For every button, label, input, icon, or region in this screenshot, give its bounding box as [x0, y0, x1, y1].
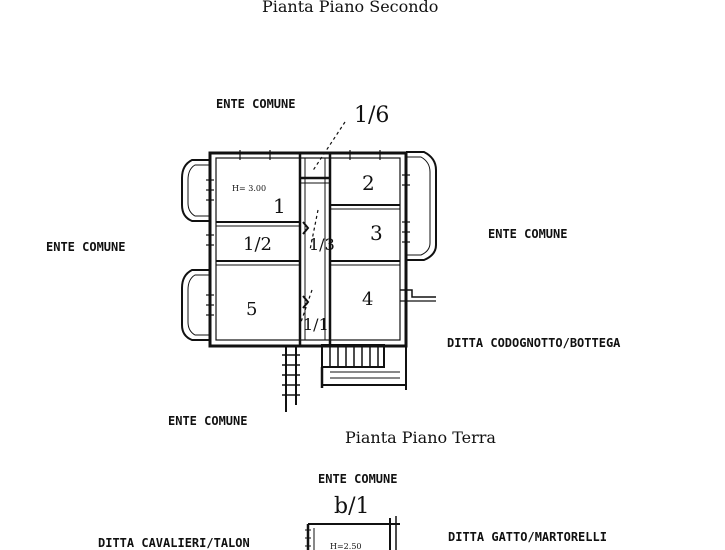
east-step — [400, 289, 436, 298]
reference-leaders — [299, 121, 346, 326]
room-4-number: 4 — [362, 289, 373, 310]
bay-window-east-inner — [406, 156, 431, 256]
label-ground-east: DITTA GATTO/MARTORELLI — [448, 530, 607, 544]
label-west: ENTE COMUNE — [46, 240, 125, 254]
ground-floor-plan — [305, 516, 400, 550]
room-1-number: 1 — [273, 194, 286, 218]
room-half-ref: 1/2 — [243, 234, 272, 255]
bay-window-east — [406, 151, 437, 261]
label-southeast: DITTA CODOGNOTTO/BOTTEGA — [447, 336, 621, 350]
label-ground-west: DITTA CAVALIERI/TALON — [98, 536, 250, 550]
ground-height-label: H=2.50 — [330, 542, 362, 550]
upper-floor-plan — [181, 121, 437, 412]
upper-floor-title: Pianta Piano Secondo — [262, 0, 438, 16]
corridor-ref-marker: 1/3 — [309, 235, 335, 254]
label-south: ENTE COMUNE — [168, 414, 247, 428]
corridor-arrow-1 — [302, 221, 310, 235]
label-north: ENTE COMUNE — [216, 97, 295, 111]
lower-ref-marker: 1/1 — [303, 315, 329, 334]
sheet-ref-marker: 1/6 — [354, 103, 389, 128]
bay-window-west-lower-inner — [187, 274, 210, 336]
outer-wall — [208, 151, 408, 348]
label-east: ENTE COMUNE — [488, 227, 567, 241]
corridor-arrow-2 — [302, 295, 310, 309]
bay-window-west-lower — [181, 269, 210, 341]
room-2-number: 2 — [362, 171, 375, 195]
ground-ref-marker: b/1 — [334, 494, 370, 519]
external-ladder — [282, 346, 300, 412]
room-5-number: 5 — [246, 299, 257, 320]
outer-wall-inner-line — [215, 157, 401, 341]
room-3-number: 3 — [370, 221, 383, 245]
ground-floor-title: Pianta Piano Terra — [345, 428, 496, 447]
room-1-height: H= 3.00 — [232, 184, 266, 193]
staircase — [320, 344, 407, 390]
label-ground-north: ENTE COMUNE — [318, 472, 397, 486]
bay-window-west-upper — [181, 159, 210, 222]
wall-window-ticks — [206, 150, 410, 316]
bay-window-west-upper-inner — [187, 164, 210, 217]
